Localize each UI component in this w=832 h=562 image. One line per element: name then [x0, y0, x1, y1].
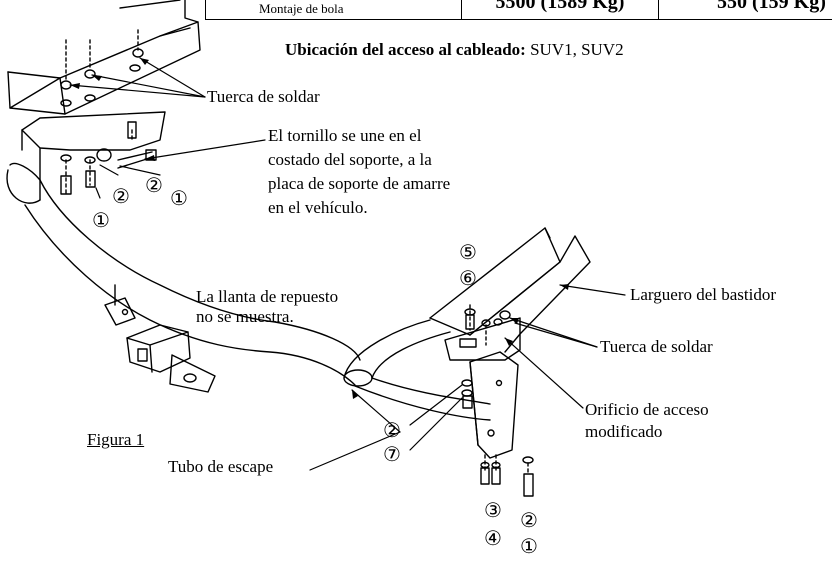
- table-capacity-2: 550 (159 Kg): [717, 0, 826, 13]
- callout-mid-2: ②: [145, 175, 163, 197]
- label-bolt-note-1: El tornillo se une en el: [268, 126, 422, 145]
- label-weld-nut-right: Tuerca de soldar: [600, 337, 713, 356]
- label-weld-nut-left: Tuerca de soldar: [207, 87, 320, 106]
- callout-mid-1: ①: [170, 188, 188, 210]
- label-access-hole-2: modificado: [585, 422, 663, 441]
- capacity-table: Montaje de bola 5500 (1589 Kg) 550 (159 …: [205, 0, 832, 20]
- hitch-receiver: [126, 324, 216, 393]
- table-row-label: Montaje de bola: [206, 0, 462, 19]
- spare-tire-tab: [104, 284, 136, 326]
- label-spare-tire-1: La llanta de repuesto: [196, 287, 339, 306]
- callout-top-6: ⑥: [459, 268, 477, 290]
- crossbar-tube: [6, 162, 361, 386]
- callout-bot-1: ①: [520, 536, 538, 558]
- arrow-heads: [70, 58, 569, 399]
- label-bolt-note-3: placa de soporte de amarre: [268, 174, 451, 193]
- wiring-value: SUV1, SUV2: [530, 40, 624, 59]
- figure-caption: Figura 1: [87, 430, 145, 449]
- table-capacity-1: 5500 (1589 Kg): [462, 0, 659, 19]
- right-frame-rail: [429, 227, 591, 353]
- wiring-access: Ubicación del acceso al cableado: SUV1, …: [285, 40, 624, 60]
- left-bolts: [60, 121, 157, 196]
- label-bolt-note-2: costado del soporte, a la: [268, 150, 432, 169]
- right-bracket: [444, 317, 521, 459]
- callout-right-7: ⑦: [383, 444, 401, 466]
- exhaust-pipe: [343, 319, 491, 421]
- callout-bot-3: ③: [484, 500, 502, 522]
- wiring-heading: Ubicación del acceso al cableado:: [285, 40, 526, 59]
- label-exhaust: Tubo de escape: [168, 457, 274, 476]
- right-lower-bolts: [461, 379, 534, 497]
- right-weld-nuts: [459, 304, 511, 348]
- label-frame-rail: Larguero del bastidor: [630, 285, 777, 304]
- label-spare-tire-2: no se muestra.: [196, 307, 294, 326]
- callout-bot-4: ④: [484, 528, 502, 550]
- left-weld-nuts: [60, 29, 144, 107]
- callout-right-2: ②: [383, 420, 401, 442]
- callout-left-1a: ①: [92, 210, 110, 232]
- callout-left-2a: ②: [112, 186, 130, 208]
- callout-bot-2: ②: [520, 510, 538, 532]
- left-bracket: [21, 111, 166, 201]
- leader-lines: [69, 57, 626, 471]
- label-bolt-note-4: en el vehículo.: [268, 198, 368, 217]
- callout-top-5: ⑤: [459, 242, 477, 264]
- label-access-hole-1: Orificio de acceso: [585, 400, 709, 419]
- left-frame-rail: [7, 0, 201, 115]
